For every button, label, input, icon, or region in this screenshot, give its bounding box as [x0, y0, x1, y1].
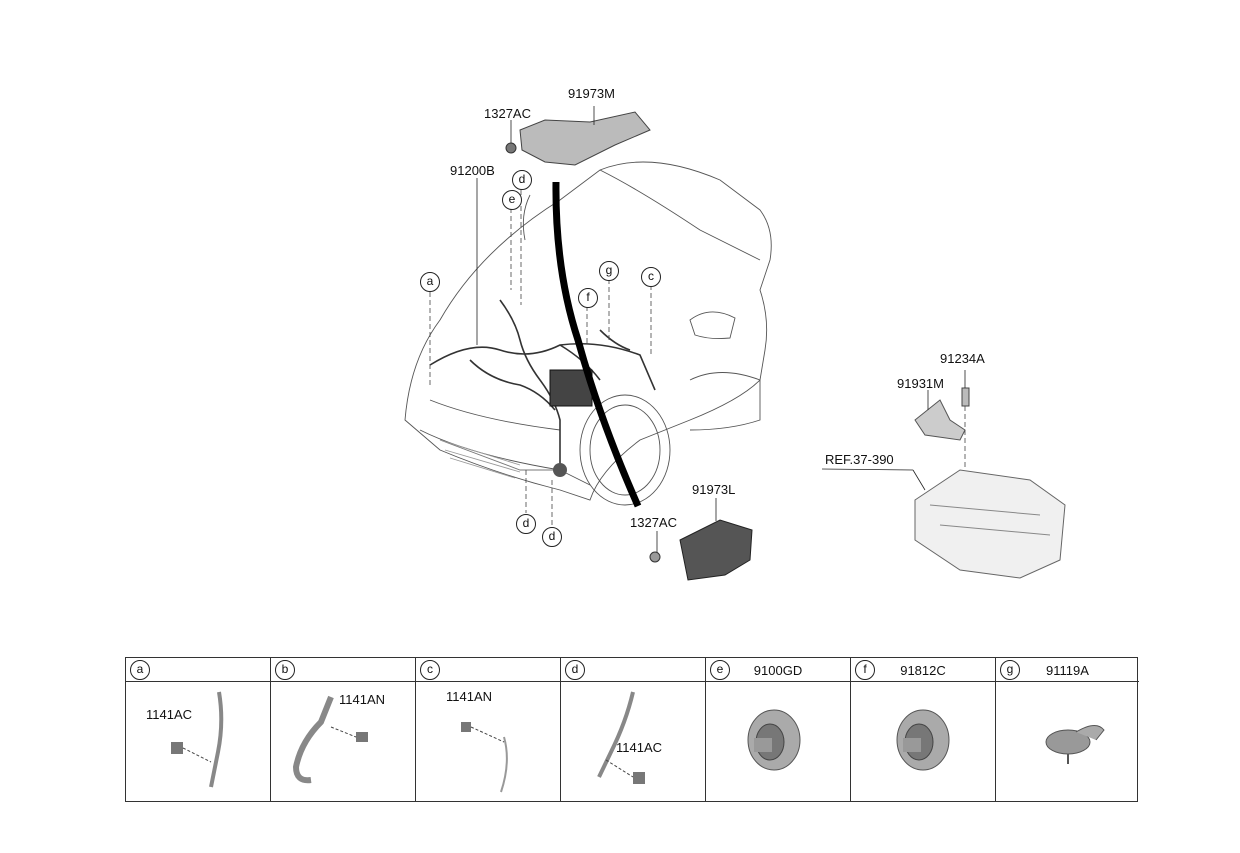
marker-c: c	[641, 267, 661, 287]
main-harness	[429, 342, 656, 391]
legend-key-a: a	[130, 660, 150, 680]
legend-table: a 1141AC b 1141AN c 1141AN d	[125, 657, 1139, 802]
car-body-outline	[404, 161, 772, 501]
bracket-91973L	[679, 519, 753, 581]
callout-91973M: 91973M	[568, 86, 615, 101]
callout-91234A: 91234A	[940, 351, 985, 366]
marker-g: g	[599, 261, 619, 281]
callout-91973L: 91973L	[692, 482, 736, 497]
callout-ref: REF.37-390	[825, 452, 894, 467]
mirror	[689, 311, 736, 340]
legend-cell-f: f 91812C	[851, 658, 996, 801]
connector-bottom	[553, 463, 567, 477]
marker-f: f	[578, 288, 598, 308]
bracket-91931M	[914, 399, 966, 441]
legend-key-b: b	[275, 660, 295, 680]
legend-cell-c: c 1141AN	[416, 658, 561, 801]
separator-line	[552, 181, 642, 508]
front-wheel	[579, 394, 671, 506]
legend-key-e: e	[710, 660, 730, 680]
marker-e: e	[502, 190, 522, 210]
legend-part-d: 1141AC	[616, 740, 663, 755]
nut-bottom	[649, 551, 661, 563]
legend-key-f: f	[855, 660, 875, 680]
legend-key-c: c	[420, 660, 440, 680]
legend-cell-g: g 91119A	[996, 658, 1139, 801]
legend-key-d: d	[565, 660, 585, 680]
legend-cell-e: e 9100GD	[706, 658, 851, 801]
legend-art-f	[896, 709, 950, 771]
legend-art-b	[292, 695, 368, 784]
nut-top	[505, 142, 517, 154]
legend-cell-d: d 1141AC	[561, 658, 706, 801]
callout-1327AC-top: 1327AC	[484, 106, 531, 121]
legend-art-c	[461, 722, 508, 793]
legend-key-g: g	[1000, 660, 1020, 680]
legend-art-a	[171, 691, 224, 788]
legend-art-g	[1045, 725, 1105, 764]
legend-title-g: 91119A	[1046, 663, 1089, 678]
marker-d-bottom-right: d	[542, 527, 562, 547]
marker-a: a	[420, 272, 440, 292]
legend-art-d	[597, 691, 645, 784]
bolt-91234A	[961, 387, 970, 407]
legend-cell-b: b 1141AN	[271, 658, 416, 801]
legend-part-c: 1141AN	[446, 689, 493, 704]
marker-d-bottom-left: d	[516, 514, 536, 534]
inverter-unit	[914, 469, 1066, 579]
callout-91200B: 91200B	[450, 163, 495, 178]
callout-91931M: 91931M	[897, 376, 944, 391]
callout-1327AC-bottom: 1327AC	[630, 515, 677, 530]
marker-d-top: d	[512, 170, 532, 190]
legend-title-e: 9100GD	[753, 663, 803, 678]
legend-title-f: 91812C	[900, 663, 946, 678]
legend-cell-a: a 1141AC	[126, 658, 271, 801]
legend-art-e	[747, 709, 801, 771]
bracket-91973M	[519, 111, 651, 166]
legend-part-b: 1141AN	[339, 692, 386, 707]
legend-part-a: 1141AC	[146, 707, 193, 722]
